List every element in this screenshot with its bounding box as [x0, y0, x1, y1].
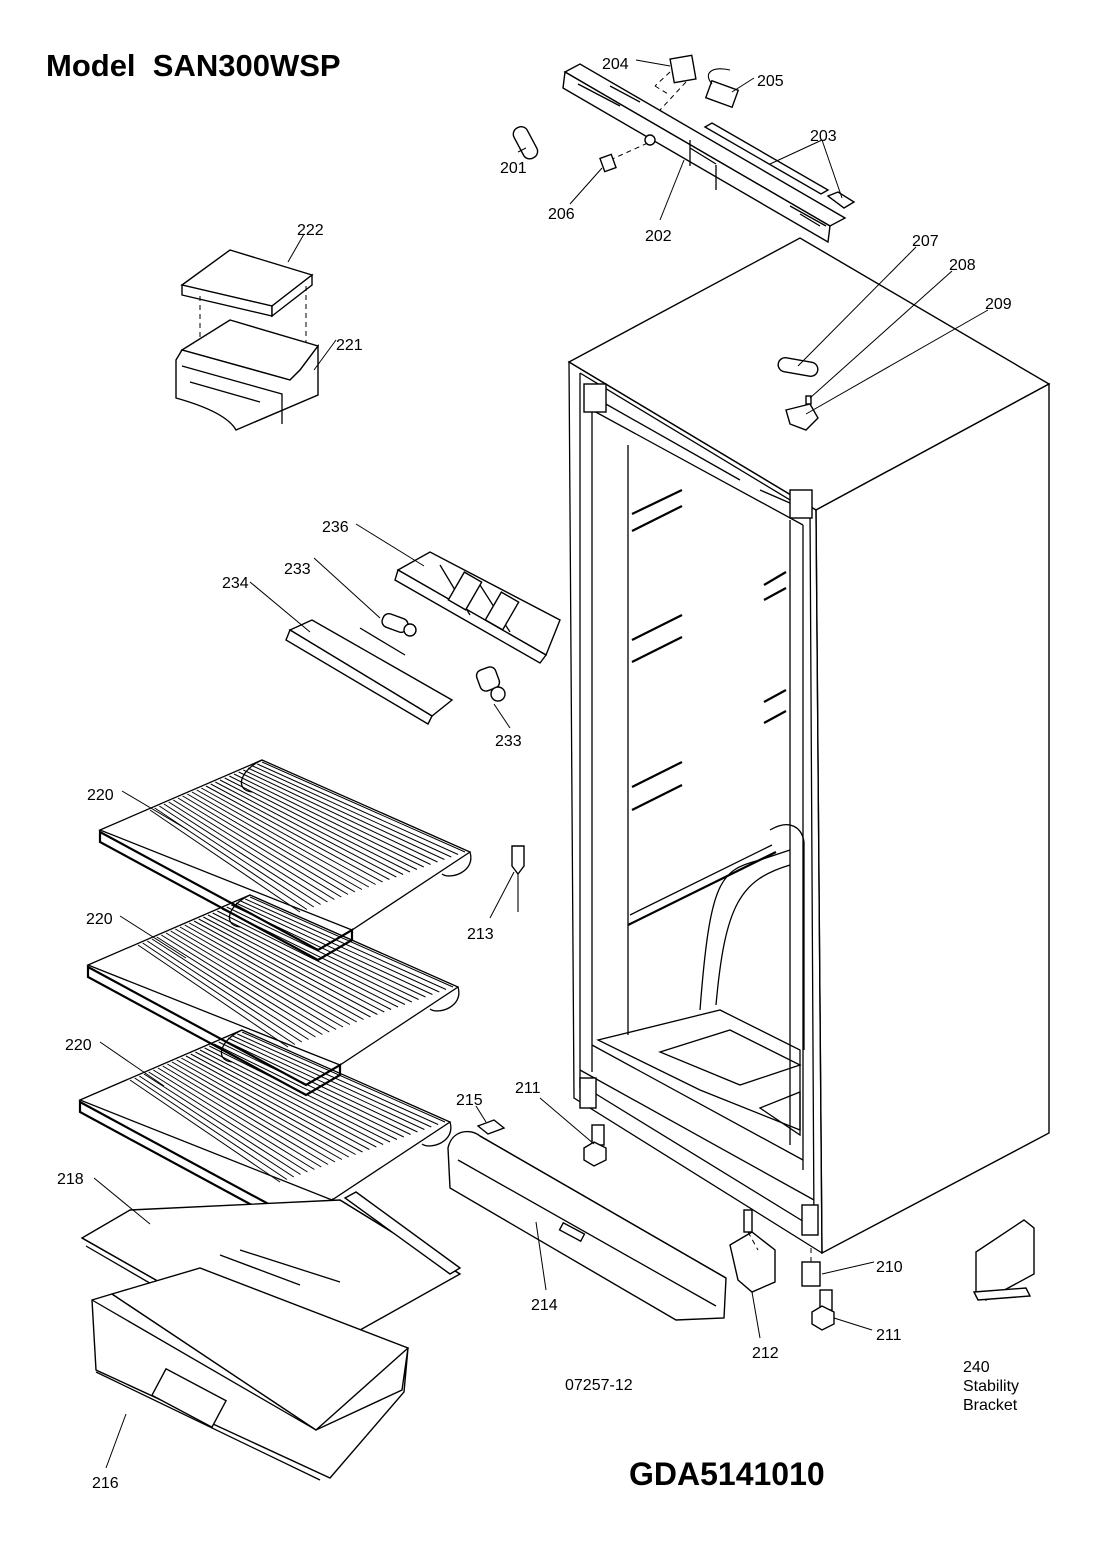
leader-c215: [475, 1105, 487, 1123]
leader-c210: [821, 1261, 875, 1275]
leader-c211a: [539, 1097, 595, 1145]
callout-c216: 216: [92, 1475, 119, 1492]
leader-c236: [355, 523, 425, 567]
toe-grille: [447, 1119, 727, 1321]
callout-c214: 214: [531, 1297, 558, 1314]
small-components: [511, 357, 819, 912]
leveling-legs-and-hinge: [583, 1124, 835, 1331]
leader-c206: [569, 167, 603, 205]
light-assembly: [285, 551, 561, 725]
wire-shelf-3: [78, 1029, 452, 1232]
callout-240: 240: [963, 1359, 990, 1376]
leader-c211b: [833, 1317, 873, 1331]
stability-bracket-label: 240 Stability Bracket: [963, 1358, 1019, 1415]
leader-c201: [517, 147, 527, 153]
crisper-lid-and-box: [175, 249, 320, 431]
callout-c222: 222: [297, 222, 324, 239]
callout-c220c: 220: [65, 1037, 92, 1054]
stability-bracket-line2: Bracket: [963, 1397, 1018, 1414]
leader-c213: [489, 871, 515, 919]
leader-c202: [659, 159, 685, 221]
leader-c212: [751, 1291, 761, 1339]
leader-c233b: [493, 703, 511, 729]
cabinet-body: [567, 237, 1051, 1255]
callout-c202: 202: [645, 228, 672, 245]
callout-c213: 213: [467, 926, 494, 943]
leader-c209: [805, 309, 989, 415]
leader-c216: [105, 1413, 127, 1469]
callout-c201: 201: [500, 160, 527, 177]
leader-c203: [769, 139, 823, 165]
stability-bracket: [972, 1219, 1035, 1301]
callout-c206: 206: [548, 206, 575, 223]
callout-c233b: 233: [495, 733, 522, 750]
callout-c215: 215: [456, 1092, 483, 1109]
crisper-cover-and-drawer: [80, 1191, 462, 1481]
callout-c210: 210: [876, 1259, 903, 1276]
callout-c220a: 220: [87, 787, 114, 804]
leader-c204: [635, 59, 671, 67]
wire-shelf-2: [86, 894, 460, 1097]
leader-c220c: [99, 1041, 165, 1087]
leader-c234: [249, 581, 311, 633]
leader-c214: [535, 1221, 547, 1291]
wire-shelves: [78, 759, 472, 1232]
model-title: Model SAN300WSP: [46, 48, 341, 83]
callout-c203: 203: [810, 128, 837, 145]
leader-c208: [809, 270, 953, 399]
leader-c205: [731, 77, 755, 93]
leader-c221: [313, 339, 337, 371]
document-number: GDA5141010: [629, 1456, 825, 1492]
leader-c218: [93, 1177, 151, 1225]
leader-c203: [821, 139, 843, 199]
callout-c236: 236: [322, 519, 349, 536]
callout-c233a: 233: [284, 561, 311, 578]
callout-c211a: 211: [515, 1080, 541, 1097]
callout-c208: 208: [949, 257, 976, 274]
leader-c233a: [313, 557, 381, 619]
callout-c205: 205: [757, 73, 784, 90]
top-trim-bar: [512, 54, 856, 244]
stability-bracket-line1: Stability: [963, 1378, 1020, 1395]
leader-c222: [287, 233, 305, 263]
callout-c207: 207: [912, 233, 939, 250]
leader-c220a: [121, 790, 189, 831]
wire-shelf-1: [98, 759, 472, 962]
callout-c211b: 211: [876, 1327, 902, 1344]
drawing-code: 07257-12: [565, 1377, 633, 1394]
callout-c220b: 220: [86, 911, 113, 928]
callout-c212: 212: [752, 1345, 779, 1362]
callout-c204: 204: [602, 56, 629, 73]
callout-c221: 221: [336, 337, 363, 354]
callout-c209: 209: [985, 296, 1012, 313]
callout-c218: 218: [57, 1171, 84, 1188]
leader-c220b: [119, 915, 187, 959]
leader-c207: [797, 246, 917, 367]
callout-c234: 234: [222, 575, 249, 592]
callout-labels: 201 202 203 204 205 206 207 208 209 210 211 211 212 2…: [57, 56, 1012, 1492]
